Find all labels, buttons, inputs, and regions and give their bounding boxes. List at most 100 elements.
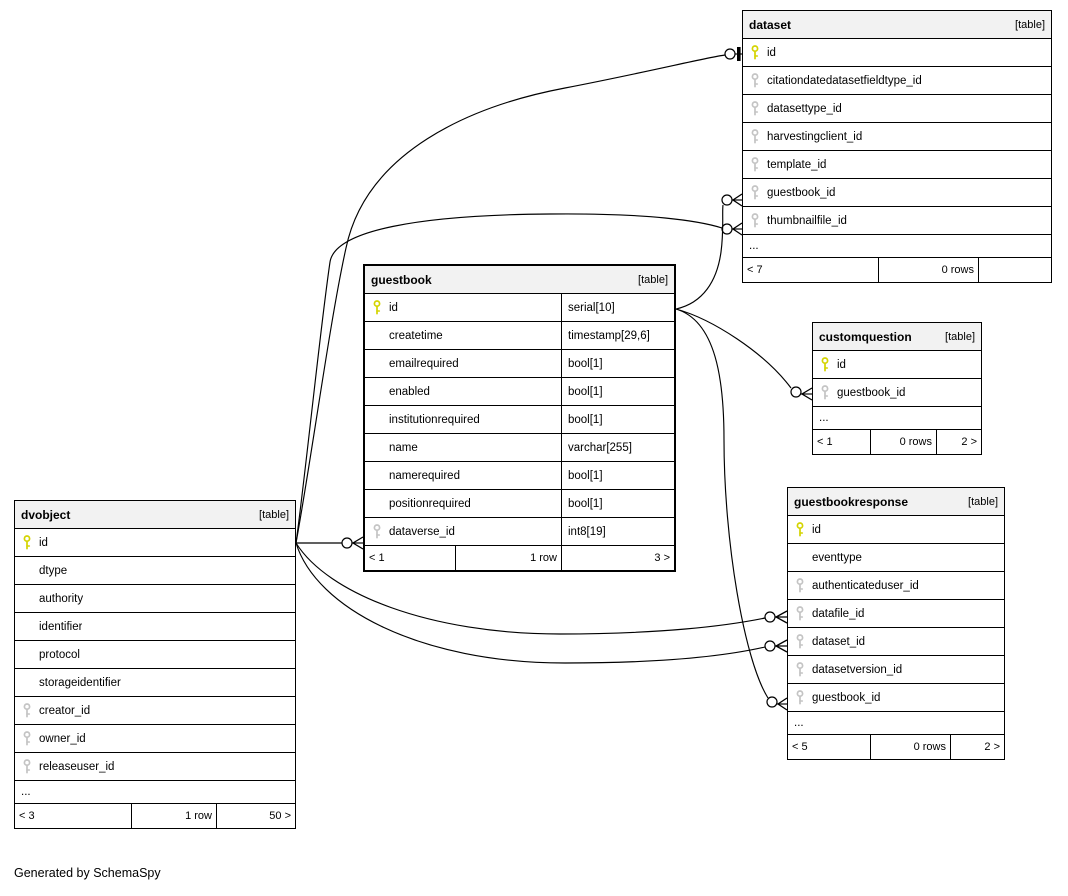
column-type: bool[1] xyxy=(568,357,603,370)
column-row-datasetversion_id[interactable]: datasetversion_id xyxy=(788,656,1004,684)
relationship-dvobject.id-to-dataset.thumbnailfile_id xyxy=(295,213,743,544)
more-columns-ellipsis: ... xyxy=(788,712,1004,735)
column-name-cell: authenticateduser_id xyxy=(788,572,1004,599)
column-row-id[interactable]: id xyxy=(15,529,295,557)
column-row-datasettype_id[interactable]: datasettype_id xyxy=(743,95,1051,123)
column-row-guestbook_id[interactable]: guestbook_id xyxy=(813,379,981,407)
column-row-guestbook_id[interactable]: guestbook_id xyxy=(788,684,1004,712)
column-row-protocol[interactable]: protocol xyxy=(15,641,295,669)
table-header-guestbook[interactable]: guestbook[table] xyxy=(365,266,674,294)
foreign-key-icon xyxy=(23,703,31,718)
column-name-cell: guestbook_id xyxy=(813,379,981,406)
related-tables-out-count: 50 > xyxy=(269,810,291,822)
column-type: serial[10] xyxy=(568,301,615,314)
table-tag: [table] xyxy=(1015,18,1045,31)
column-name-cell: dataset_id xyxy=(788,628,1004,655)
column-name-cell: enabled xyxy=(365,378,562,405)
column-name-cell: datasetversion_id xyxy=(788,656,1004,683)
column-row-storageidentifier[interactable]: storageidentifier xyxy=(15,669,295,697)
column-row-thumbnailfile_id[interactable]: thumbnailfile_id xyxy=(743,207,1051,235)
column-row-positionrequired[interactable]: positionrequired bool[1] xyxy=(365,490,674,518)
table-guestbookresponse: guestbookresponse[table]id eventtype authe… xyxy=(787,487,1005,760)
column-name-cell: createtime xyxy=(365,322,562,349)
foreign-key-icon xyxy=(23,759,31,774)
column-name-cell: harvestingclient_id xyxy=(743,123,1051,150)
column-name-cell: eventtype xyxy=(788,544,1004,571)
column-name: institutionrequired xyxy=(389,413,480,426)
key-slot xyxy=(788,578,812,593)
column-row-id[interactable]: id serial[10] xyxy=(365,294,674,322)
column-row-eventtype[interactable]: eventtype xyxy=(788,544,1004,572)
column-row-authenticateduser_id[interactable]: authenticateduser_id xyxy=(788,572,1004,600)
column-row-citationdatedatasetfieldtype_id[interactable]: citationdatedatasetfieldtype_id xyxy=(743,67,1051,95)
column-name-cell: dataverse_id xyxy=(365,518,562,545)
key-slot xyxy=(15,535,39,550)
column-row-id[interactable]: id xyxy=(813,351,981,379)
column-row-dtype[interactable]: dtype xyxy=(15,557,295,585)
column-name-cell: identifier xyxy=(15,613,295,640)
table-name: guestbook xyxy=(371,272,432,287)
table-header-dataset[interactable]: dataset[table] xyxy=(743,11,1051,39)
column-row-template_id[interactable]: template_id xyxy=(743,151,1051,179)
key-slot xyxy=(15,759,39,774)
column-name-cell: id xyxy=(813,351,981,378)
column-name: datasettype_id xyxy=(767,102,842,115)
column-name: createtime xyxy=(389,329,443,342)
column-name: dataset_id xyxy=(812,635,866,648)
column-row-owner_id[interactable]: owner_id xyxy=(15,725,295,753)
column-name: guestbook_id xyxy=(767,186,836,199)
foreign-key-icon xyxy=(751,129,759,144)
table-header-customquestion[interactable]: customquestion[table] xyxy=(813,323,981,351)
related-tables-in-count: < 1 xyxy=(813,430,871,454)
key-slot xyxy=(788,522,812,537)
column-row-id[interactable]: id xyxy=(743,39,1051,67)
row-count: 0 rows xyxy=(871,735,951,759)
column-row-datafile_id[interactable]: datafile_id xyxy=(788,600,1004,628)
column-row-releaseuser_id[interactable]: releaseuser_id xyxy=(15,753,295,781)
column-name-cell: id xyxy=(788,516,1004,543)
column-name: authenticateduser_id xyxy=(812,579,919,592)
table-tag: [table] xyxy=(259,508,289,521)
table-header-dvobject[interactable]: dvobject[table] xyxy=(15,501,295,529)
column-row-authority[interactable]: authority xyxy=(15,585,295,613)
generated-by-note: Generated by SchemaSpy xyxy=(14,866,161,880)
column-row-creator_id[interactable]: creator_id xyxy=(15,697,295,725)
column-row-guestbook_id[interactable]: guestbook_id xyxy=(743,179,1051,207)
column-row-id[interactable]: id xyxy=(788,516,1004,544)
related-tables-in-count: < 5 xyxy=(788,735,871,759)
column-row-harvestingclient_id[interactable]: harvestingclient_id xyxy=(743,123,1051,151)
table-dvobject: dvobject[table]id dtype authority identifie… xyxy=(14,500,296,829)
column-name-cell: datafile_id xyxy=(788,600,1004,627)
column-name: identifier xyxy=(39,620,83,633)
relationship-guestbook.id-to-dataset.guestbook_id xyxy=(675,193,743,310)
column-name-cell: positionrequired xyxy=(365,490,562,517)
table-header-guestbookresponse[interactable]: guestbookresponse[table] xyxy=(788,488,1004,516)
foreign-key-icon xyxy=(796,578,804,593)
column-type: bool[1] xyxy=(568,497,603,510)
related-tables-in-count: < 3 xyxy=(15,804,132,828)
column-name: dtype xyxy=(39,564,68,577)
column-name-cell: protocol xyxy=(15,641,295,668)
table-name: customquestion xyxy=(819,329,912,344)
column-name: eventtype xyxy=(812,551,862,564)
column-row-identifier[interactable]: identifier xyxy=(15,613,295,641)
column-row-dataset_id[interactable]: dataset_id xyxy=(788,628,1004,656)
column-name-cell: id xyxy=(365,294,562,321)
primary-key-icon xyxy=(796,522,804,537)
key-slot xyxy=(743,157,767,172)
column-name-cell: namerequired xyxy=(365,462,562,489)
key-slot xyxy=(365,300,389,315)
row-count: 0 rows xyxy=(871,430,937,454)
column-name: id xyxy=(767,46,776,59)
